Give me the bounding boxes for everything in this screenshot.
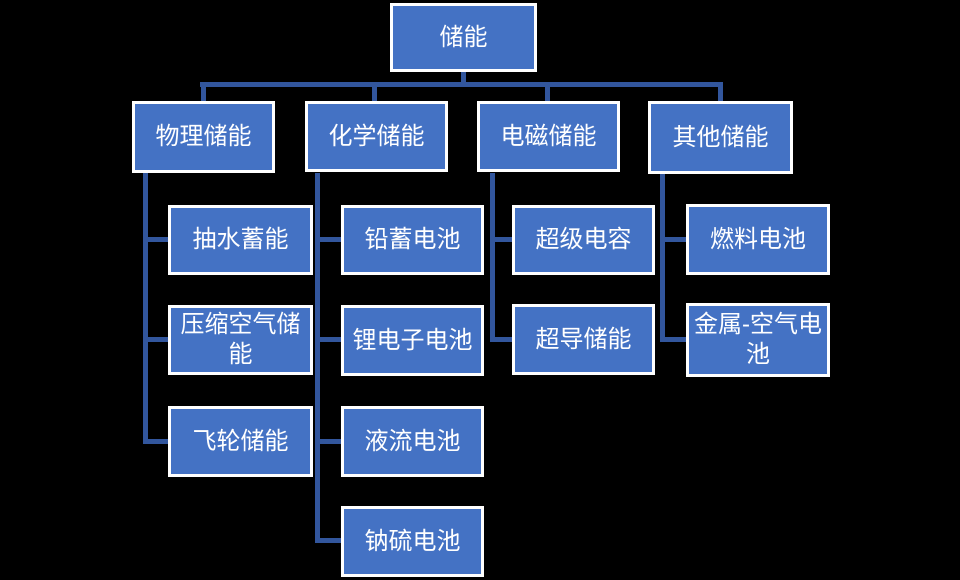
node-electromagnetic-storage-label: 电磁储能 <box>500 122 597 150</box>
node-flywheel: 飞轮储能 <box>168 406 313 477</box>
connector-stub-other <box>718 87 723 101</box>
connector-rail-chemical <box>315 173 320 543</box>
connector-branch-lead-acid <box>315 237 341 242</box>
connector-branch-metal-air <box>660 337 686 342</box>
node-metal-air-battery: 金属-空气电池 <box>686 303 830 377</box>
node-lead-acid-battery-label: 铅蓄电池 <box>364 226 461 253</box>
connector-stub-physical <box>201 87 206 101</box>
node-superconducting-storage-label: 超导储能 <box>535 325 632 353</box>
connector-branch-supercapacitor <box>490 237 512 242</box>
node-fuel-cell: 燃料电池 <box>686 204 830 275</box>
connector-rail-electromagnetic <box>490 173 495 342</box>
connector-rail-physical <box>143 173 148 444</box>
connector-branch-sodium-sulfur <box>315 538 341 543</box>
node-other-storage-label: 其他储能 <box>672 123 769 151</box>
connector-stub-chemical <box>372 87 377 101</box>
connector-branch-superconducting <box>490 337 512 342</box>
node-fuel-cell-label: 燃料电池 <box>710 225 806 253</box>
node-other-storage: 其他储能 <box>648 101 793 174</box>
node-lithium-ion-battery-label: 锂电子电池 <box>352 326 473 354</box>
node-physical-storage: 物理储能 <box>132 101 275 173</box>
connector-stub-electromagnetic <box>545 87 550 101</box>
node-sodium-sulfur-battery-label: 钠硫电池 <box>364 527 461 555</box>
node-chemical-storage-label: 化学储能 <box>328 122 425 150</box>
node-supercapacitor-label: 超级电容 <box>535 226 632 253</box>
node-energy-storage: 储能 <box>390 3 537 72</box>
node-chemical-storage: 化学储能 <box>305 101 448 172</box>
node-flywheel-label: 飞轮储能 <box>192 427 289 455</box>
node-physical-storage-label: 物理储能 <box>155 123 252 150</box>
connector-branch-fuel-cell <box>660 237 686 242</box>
connector-bus <box>200 82 723 87</box>
connector-branch-lithium-ion <box>315 337 341 342</box>
node-metal-air-battery-label: 金属-空气电池 <box>694 311 822 368</box>
node-lithium-ion-battery: 锂电子电池 <box>341 305 484 376</box>
node-compressed-air-label: 压缩空气储能 <box>180 311 301 368</box>
connector-root-stub <box>461 71 466 83</box>
connector-branch-compressed-air <box>143 337 168 342</box>
connector-branch-flow-battery <box>315 439 341 444</box>
node-electromagnetic-storage: 电磁储能 <box>477 101 620 172</box>
connector-branch-flywheel <box>143 439 168 444</box>
node-pumped-hydro-label: 抽水蓄能 <box>192 226 289 253</box>
node-flow-battery: 液流电池 <box>341 406 484 477</box>
node-sodium-sulfur-battery: 钠硫电池 <box>341 506 484 577</box>
node-energy-storage-label: 储能 <box>439 23 488 51</box>
node-supercapacitor: 超级电容 <box>512 205 655 275</box>
node-flow-battery-label: 液流电池 <box>364 427 461 455</box>
node-compressed-air: 压缩空气储能 <box>168 305 313 375</box>
connector-rail-other <box>660 173 665 342</box>
node-lead-acid-battery: 铅蓄电池 <box>341 205 484 275</box>
node-pumped-hydro: 抽水蓄能 <box>168 205 313 275</box>
node-superconducting-storage: 超导储能 <box>512 304 655 375</box>
connector-branch-pumped-hydro <box>143 237 168 242</box>
